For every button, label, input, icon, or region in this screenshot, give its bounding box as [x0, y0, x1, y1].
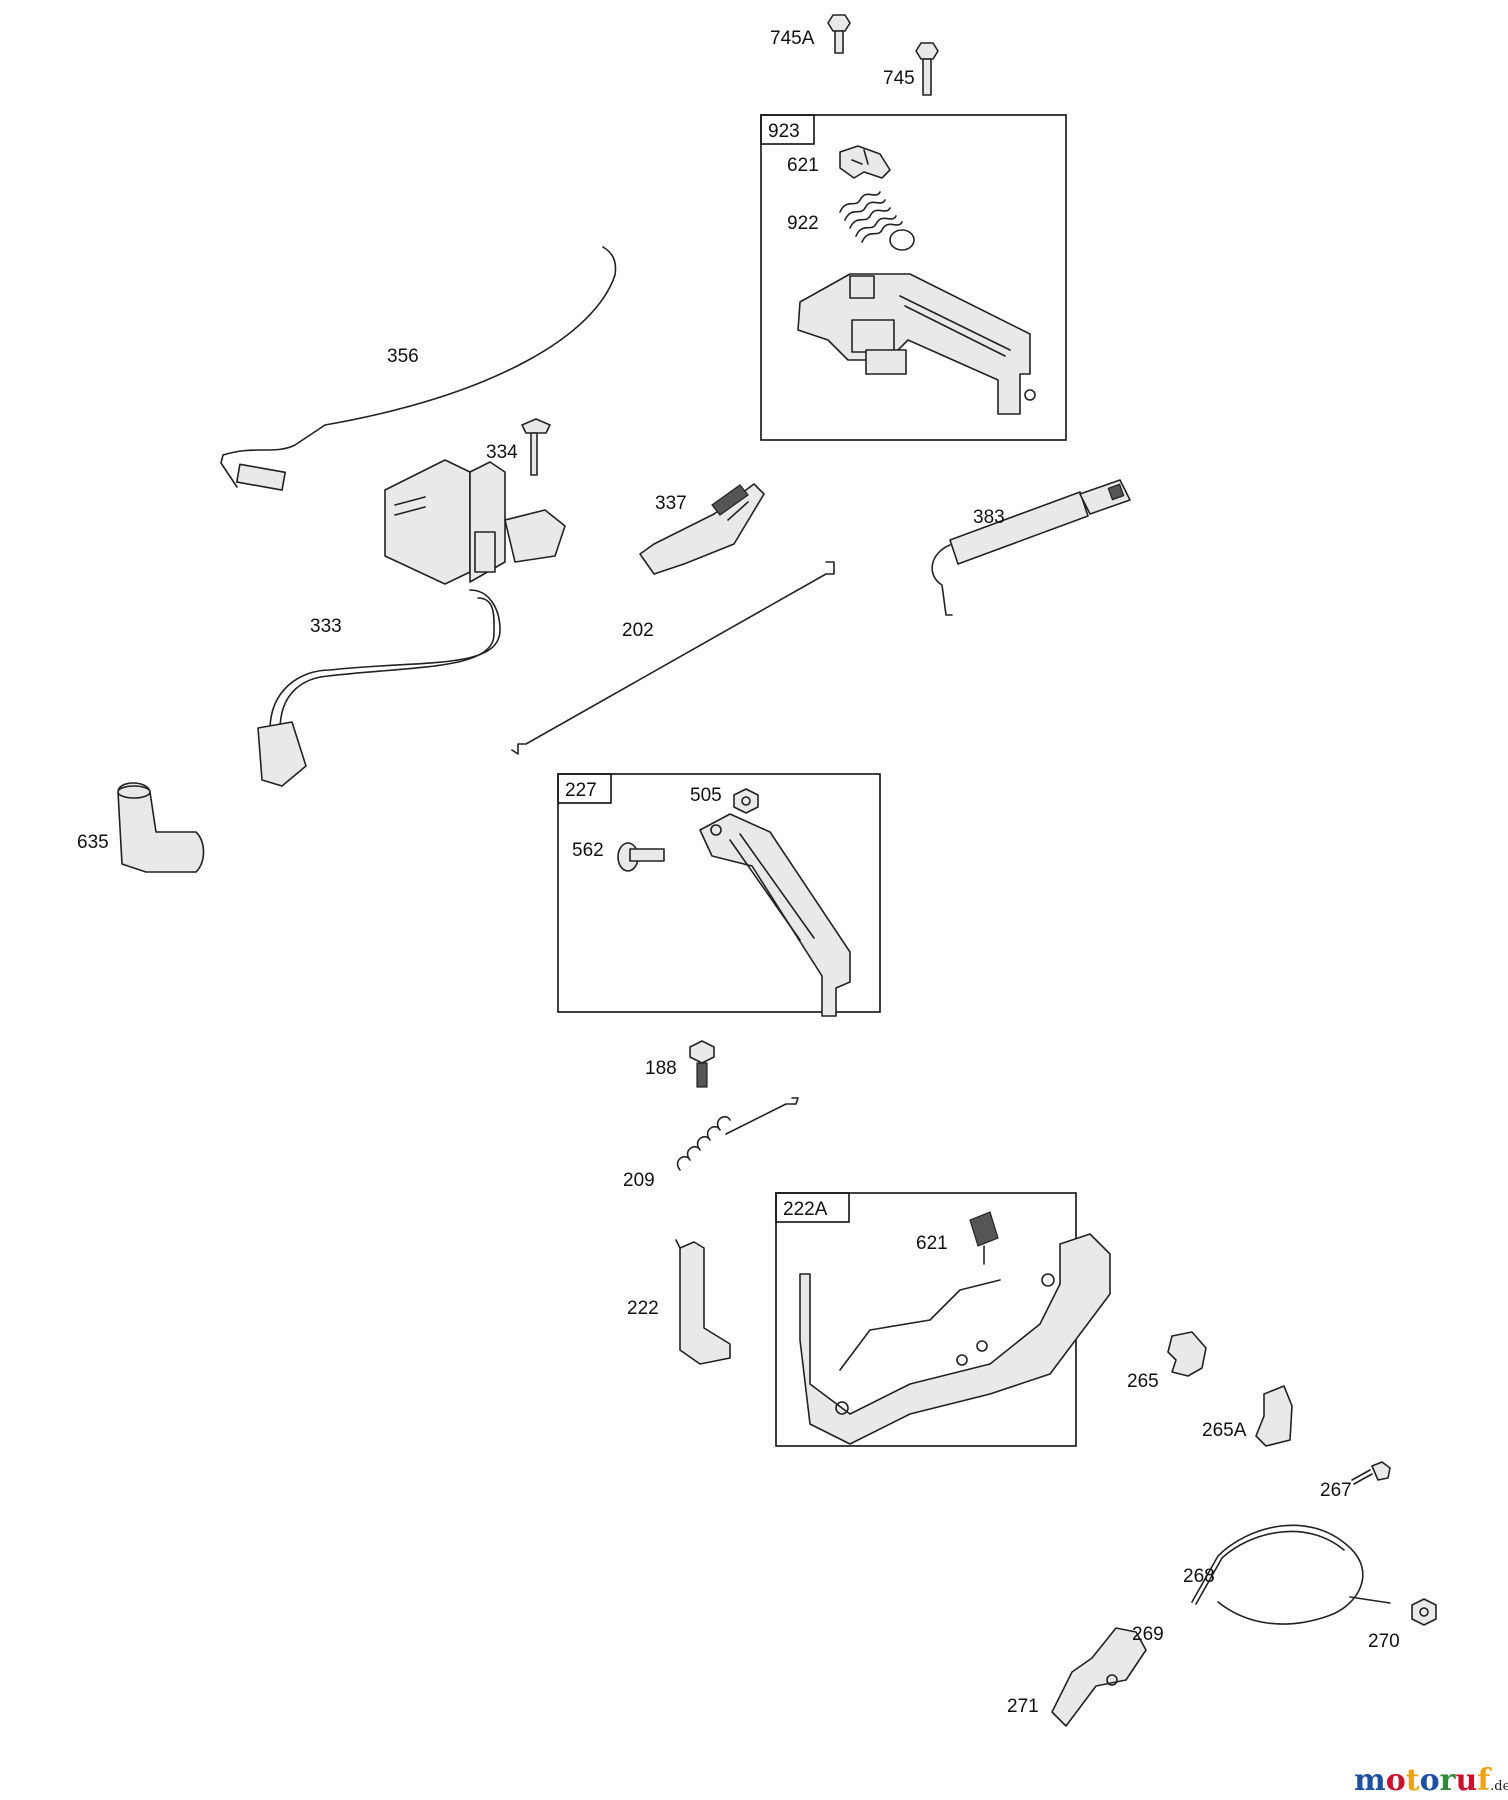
callout-188: 188 — [645, 1058, 677, 1079]
callout-356: 356 — [387, 346, 419, 367]
callout-268: 268 — [1183, 1566, 1215, 1587]
callout-745: 745 — [883, 68, 915, 89]
part-621-clip-top — [839, 145, 891, 179]
wm-letter-5: u — [1455, 1763, 1477, 1798]
group-227: 227 — [557, 773, 881, 1013]
part-222A-bracket — [799, 1233, 1111, 1445]
part-265-clip — [1167, 1331, 1207, 1377]
group-box-923-label: 923 — [768, 121, 800, 142]
group-box-923 — [760, 114, 1067, 441]
part-337-spark-plug — [639, 483, 765, 575]
callout-505: 505 — [690, 785, 722, 806]
wm-suffix: .de — [1490, 1779, 1508, 1794]
part-745-bolt — [915, 42, 939, 96]
wm-letter-1: o — [1386, 1763, 1406, 1798]
group-box-923-tag — [760, 114, 815, 145]
callout-562: 562 — [572, 840, 604, 861]
part-209-spring — [676, 1097, 799, 1171]
group-box-227-label: 227 — [565, 780, 597, 801]
callout-269: 269 — [1132, 1624, 1164, 1645]
part-635-boot — [117, 782, 205, 873]
callout-265: 265 — [1127, 1371, 1159, 1392]
group-box-222A-tag — [775, 1192, 850, 1223]
part-745A-bolt — [827, 14, 851, 54]
callout-621-top: 621 — [787, 155, 819, 176]
wm-letter-2: t — [1406, 1763, 1420, 1798]
group-923: 923 — [760, 114, 1067, 441]
watermark-text: motoruf.de — [1354, 1763, 1508, 1798]
part-202-rod — [511, 561, 835, 755]
part-227-lever — [699, 813, 851, 1017]
part-188-bolt — [689, 1040, 715, 1088]
wm-letter-4: r — [1440, 1763, 1457, 1798]
part-505-nut — [733, 788, 759, 814]
callout-209: 209 — [623, 1170, 655, 1191]
wm-letter-6: f — [1477, 1763, 1492, 1798]
part-271-lever — [1051, 1627, 1147, 1727]
group-box-222A-label: 222A — [783, 1199, 828, 1220]
part-923-bracket — [797, 273, 1036, 415]
part-268-cable — [1191, 1524, 1391, 1625]
part-267-screw — [1351, 1461, 1391, 1485]
callout-635: 635 — [77, 832, 109, 853]
wm-letter-0: m — [1354, 1763, 1386, 1798]
part-270-nut — [1411, 1598, 1437, 1626]
callout-621-lower: 621 — [916, 1233, 948, 1254]
callout-383: 383 — [973, 507, 1005, 528]
callout-745A: 745A — [770, 28, 815, 49]
callout-337: 337 — [655, 493, 687, 514]
part-265A-clip — [1255, 1385, 1293, 1447]
part-922-spring — [839, 191, 915, 251]
callout-267: 267 — [1320, 1480, 1352, 1501]
callout-202: 202 — [622, 620, 654, 641]
group-box-227-tag — [557, 773, 612, 804]
part-621-clip-lower — [969, 1211, 999, 1265]
callout-labels: 745A 745 621 922 356 334 337 383 333 202… — [77, 28, 1400, 1717]
part-333-ignition-coil — [257, 459, 566, 787]
group-box-227 — [557, 773, 881, 1013]
callout-265A: 265A — [1202, 1420, 1247, 1441]
part-222-bracket — [675, 1239, 731, 1365]
callout-333: 333 — [310, 616, 342, 637]
callout-922: 922 — [787, 213, 819, 234]
part-562-pin — [617, 842, 665, 872]
part-356-wire — [220, 246, 617, 491]
callout-222: 222 — [627, 1298, 659, 1319]
wm-letter-3: o — [1420, 1763, 1440, 1798]
callout-334: 334 — [486, 442, 518, 463]
part-383-handle — [931, 479, 1131, 616]
watermark-logo: motoruf.de — [1354, 1763, 1508, 1798]
part-334-screw — [521, 418, 551, 476]
callout-270: 270 — [1368, 1631, 1400, 1652]
callout-271: 271 — [1007, 1696, 1039, 1717]
